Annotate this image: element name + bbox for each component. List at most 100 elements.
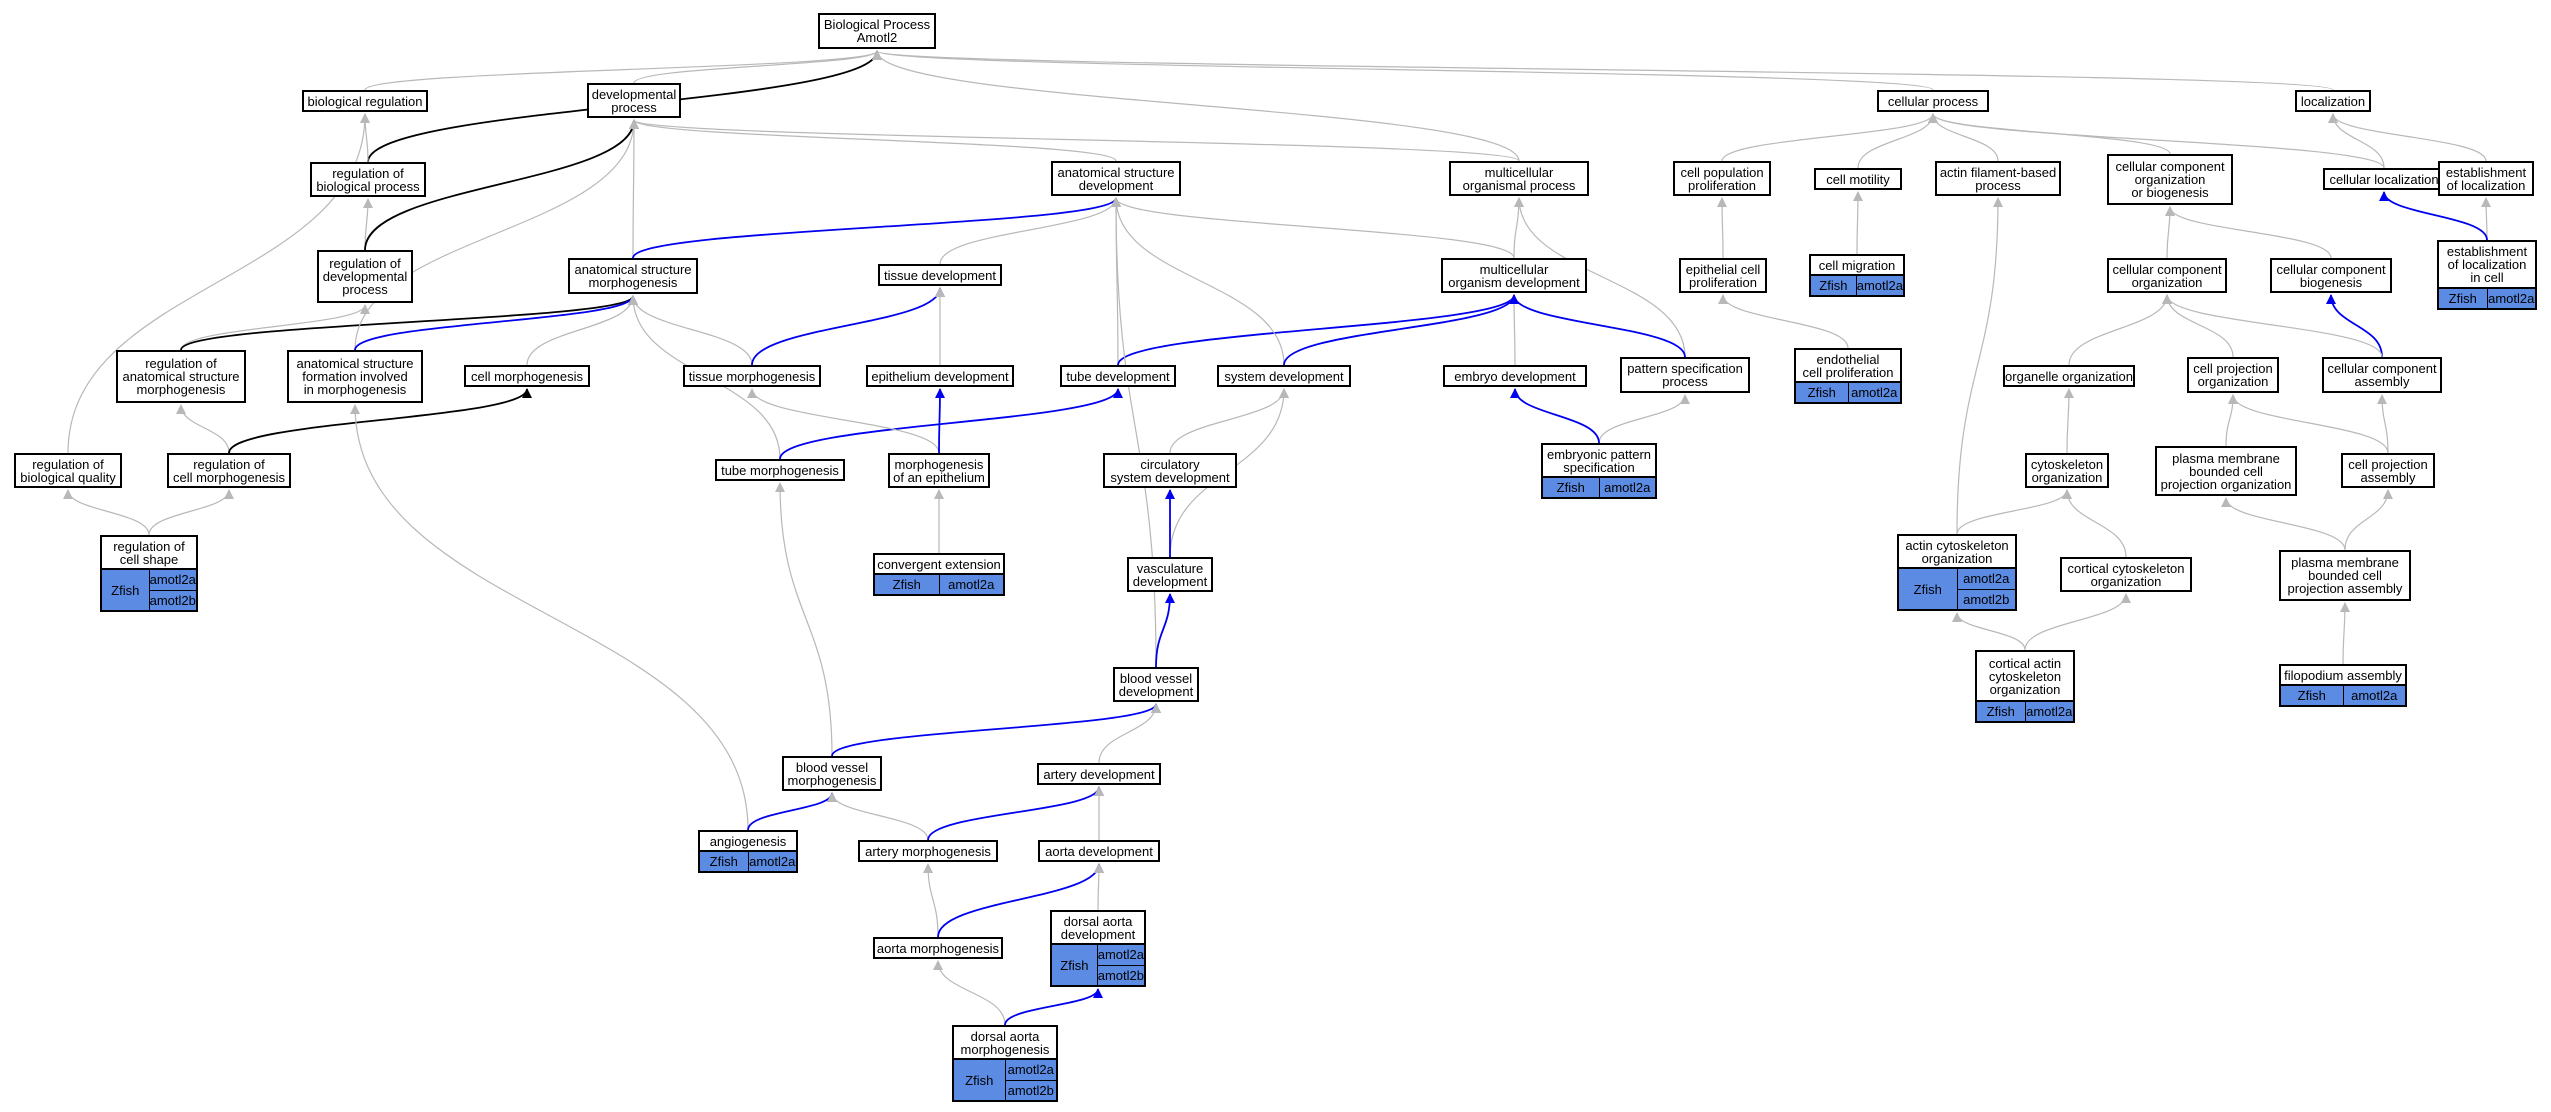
go-term-bvdev[interactable]: blood vessel development: [1113, 667, 1199, 702]
gene-label[interactable]: amotl2a: [1856, 278, 1903, 293]
go-term-cpa[interactable]: cell projection assembly: [2341, 453, 2435, 488]
go-term-bioreg[interactable]: biological regulation: [302, 90, 428, 112]
go-term-pmbcpo[interactable]: plasma membrane bounded cell projection …: [2155, 446, 2297, 496]
go-term-cellproc[interactable]: cellular process: [1877, 90, 1989, 112]
gene-label[interactable]: amotl2a: [1963, 571, 2010, 587]
go-term-asd[interactable]: anatomical structure development: [1051, 161, 1181, 196]
edge-is-a-cca-to-cco: [2162, 294, 2383, 358]
go-term-dadev[interactable]: dorsal aorta development: [1050, 910, 1146, 945]
gene-label[interactable]: amotl2a: [749, 854, 796, 869]
go-term-circdev[interactable]: circulatory system development: [1103, 453, 1237, 488]
edge-is-a-multidev-to-multiproc: [1513, 197, 1524, 259]
go-term-cytoorg[interactable]: cytoskeleton organization: [2025, 453, 2109, 488]
edge-is-a-cco-to-ccob: [2164, 206, 2175, 259]
go-term-regbio[interactable]: regulation of biological process: [310, 162, 426, 197]
go-term-regasm[interactable]: regulation of anatomical structure morph…: [116, 350, 246, 403]
go-term-regcm[interactable]: regulation of cell morphogenesis: [167, 453, 291, 488]
go-term-cco[interactable]: cellular component organization: [2107, 258, 2227, 293]
go-term-cellmorph[interactable]: cell morphogenesis: [464, 365, 590, 387]
go-term-multidev[interactable]: multicellular organism development: [1441, 258, 1587, 293]
edge-part-of-patspec-to-multidev: [1509, 294, 1686, 358]
go-term-vascdev[interactable]: vasculature development: [1127, 557, 1213, 592]
edge-is-a-pmbcpa-to-pmbcpo: [2221, 497, 2346, 551]
gene-label[interactable]: amotl2a: [149, 572, 196, 588]
organism-label: Zfish: [1052, 945, 1098, 985]
go-term-cpo[interactable]: cell projection organization: [2187, 357, 2279, 393]
gene-label[interactable]: amotl2b: [149, 589, 196, 611]
gene-label[interactable]: amotl2b: [1097, 964, 1144, 986]
go-term-aortadev[interactable]: aorta development: [1038, 840, 1160, 862]
go-term-pmbcpa[interactable]: plasma membrane bounded cell projection …: [2279, 550, 2411, 601]
go-term-morphepi[interactable]: morphogenesis of an epithelium: [888, 453, 990, 488]
go-term-migration[interactable]: cell migration: [1809, 254, 1905, 276]
go-term-convext[interactable]: convergent extension: [873, 553, 1005, 575]
go-term-embdev[interactable]: embryo development: [1443, 365, 1587, 387]
go-term-epidev[interactable]: epithelium development: [866, 365, 1014, 387]
go-term-asm[interactable]: anatomical structure morphogenesis: [568, 258, 698, 294]
go-term-sysdev[interactable]: system development: [1217, 365, 1351, 387]
gene-label[interactable]: amotl2a: [1007, 1062, 1054, 1078]
organism-label: Zfish: [700, 852, 749, 871]
gene-list: amotl2a: [2488, 289, 2536, 308]
go-term-tubemorph[interactable]: tube morphogenesis: [715, 459, 845, 481]
edge-is-a-artdev-to-bvdev: [1098, 703, 1161, 764]
edge-part-of-bvdev-to-vascdev: [1155, 593, 1175, 668]
gene-label[interactable]: amotl2a: [948, 577, 995, 592]
go-term-corticalactin[interactable]: cortical actin cytoskeleton organization: [1975, 650, 2075, 702]
go-term-estloc[interactable]: establishment of localization: [2438, 161, 2534, 196]
go-term-motility[interactable]: cell motility: [1814, 168, 1902, 190]
go-term-epiprolif[interactable]: epithelial cell proliferation: [1679, 258, 1767, 293]
go-term-bvmorph[interactable]: blood vessel morphogenesis: [782, 756, 882, 791]
go-term-damorph[interactable]: dorsal aorta morphogenesis: [952, 1025, 1058, 1060]
go-term-cca[interactable]: cellular component assembly: [2322, 357, 2442, 393]
gene-label[interactable]: amotl2a: [1851, 385, 1898, 400]
go-term-actincyto[interactable]: actin cytoskeleton organization: [1897, 534, 2017, 569]
go-term-tubedev[interactable]: tube development: [1060, 365, 1176, 387]
go-term-artdev[interactable]: artery development: [1037, 763, 1161, 785]
go-term-multiproc[interactable]: multicellular organismal process: [1449, 161, 1589, 196]
go-term-devproc[interactable]: developmental process: [587, 83, 681, 118]
gene-label[interactable]: amotl2a: [1097, 947, 1144, 963]
gene-label[interactable]: amotl2b: [1005, 1079, 1056, 1101]
edge-is-a-filo-to-pmbcpa: [2339, 602, 2350, 665]
go-term-regcs[interactable]: regulation of cell shape: [100, 535, 198, 570]
go-term-actinproc[interactable]: actin filament-based process: [1935, 161, 2061, 196]
go-term-ccb[interactable]: cellular component biogenesis: [2270, 258, 2392, 293]
gene-label[interactable]: amotl2a: [2351, 688, 2398, 703]
go-term-embpat[interactable]: embryonic pattern specification: [1541, 443, 1657, 478]
go-term-corticalcyto[interactable]: cortical cytoskeleton organization: [2060, 557, 2192, 592]
go-term-cellpop[interactable]: cell population proliferation: [1673, 161, 1771, 196]
edge-is-a-ccob-to-cellproc: [1928, 113, 2171, 155]
go-term-asf[interactable]: anatomical structure formation involved …: [287, 350, 423, 403]
edge-is-a-morphepi-to-tissmorph: [747, 388, 940, 454]
gene-label[interactable]: amotl2a: [2026, 704, 2073, 719]
go-term-endoprolif[interactable]: endothelial cell proliferation: [1794, 348, 1902, 383]
go-term-localization[interactable]: localization: [2295, 90, 2371, 112]
edge-is-a-asf-to-devproc: [354, 119, 639, 351]
go-term-bp[interactable]: Biological Process Amotl2: [818, 13, 936, 49]
go-term-cellloc[interactable]: cellular localization: [2323, 168, 2445, 190]
gene-label[interactable]: amotl2b: [1957, 588, 2015, 610]
go-term-ccob[interactable]: cellular component organization or bioge…: [2107, 154, 2233, 205]
go-term-artmorph[interactable]: artery morphogenesis: [858, 840, 998, 862]
edge-regulates-regasm-to-asm: [180, 295, 638, 351]
go-term-tissmorph[interactable]: tissue morphogenesis: [683, 365, 821, 387]
gene-label[interactable]: amotl2a: [2488, 291, 2535, 306]
gene-list: amotl2a: [2344, 686, 2406, 705]
go-term-patspec[interactable]: pattern specification process: [1620, 357, 1750, 393]
go-term-orgorg[interactable]: organelle organization: [2003, 365, 2135, 387]
edge-is-a-corticalcyto-to-cytoorg: [2062, 489, 2127, 558]
edge-is-a-aortamorph-to-artmorph: [923, 863, 939, 938]
go-term-aortamorph[interactable]: aorta morphogenesis: [873, 937, 1003, 959]
go-term-regbq[interactable]: regulation of biological quality: [14, 453, 122, 488]
gene-label[interactable]: amotl2a: [1604, 480, 1651, 495]
go-term-filo[interactable]: filopodium assembly: [2279, 664, 2407, 686]
go-term-estlocincell[interactable]: establishment of localization in cell: [2437, 240, 2537, 289]
go-term-regdev[interactable]: regulation of developmental process: [317, 250, 413, 303]
go-term-tissdev[interactable]: tissue development: [878, 264, 1002, 286]
go-term-angio[interactable]: angiogenesis: [698, 830, 798, 852]
